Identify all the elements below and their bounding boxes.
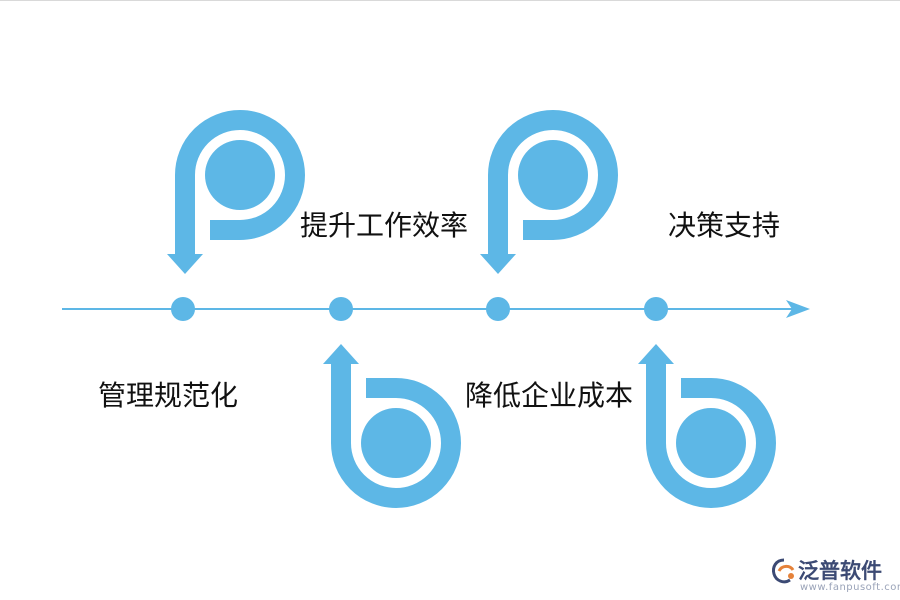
watermark-name: 泛普软件 <box>798 559 882 583</box>
stage-dot-1 <box>171 297 195 321</box>
stage-label-4: 决策支持 <box>668 209 781 242</box>
top-border <box>0 0 900 1</box>
watermark-url: www.fanpusoft.com <box>800 582 900 593</box>
stage-dot-2 <box>329 297 353 321</box>
b-loop-arrow-icon <box>323 344 461 508</box>
p-loop-arrow-icon <box>167 110 305 274</box>
stage-dot-3 <box>486 297 510 321</box>
stage-label-1: 管理规范化 <box>98 379 239 412</box>
stage-dot-4 <box>644 297 668 321</box>
watermark: 泛普软件 www.fanpusoft.com <box>770 552 900 597</box>
timeline-arrowhead <box>786 300 810 318</box>
b-loop-arrow-icon <box>638 344 776 508</box>
fanpu-logo-icon <box>772 558 795 584</box>
stage-label-2: 提升工作效率 <box>300 209 469 242</box>
p-loop-arrow-icon <box>480 110 618 274</box>
stage-label-3: 降低企业成本 <box>465 379 634 412</box>
